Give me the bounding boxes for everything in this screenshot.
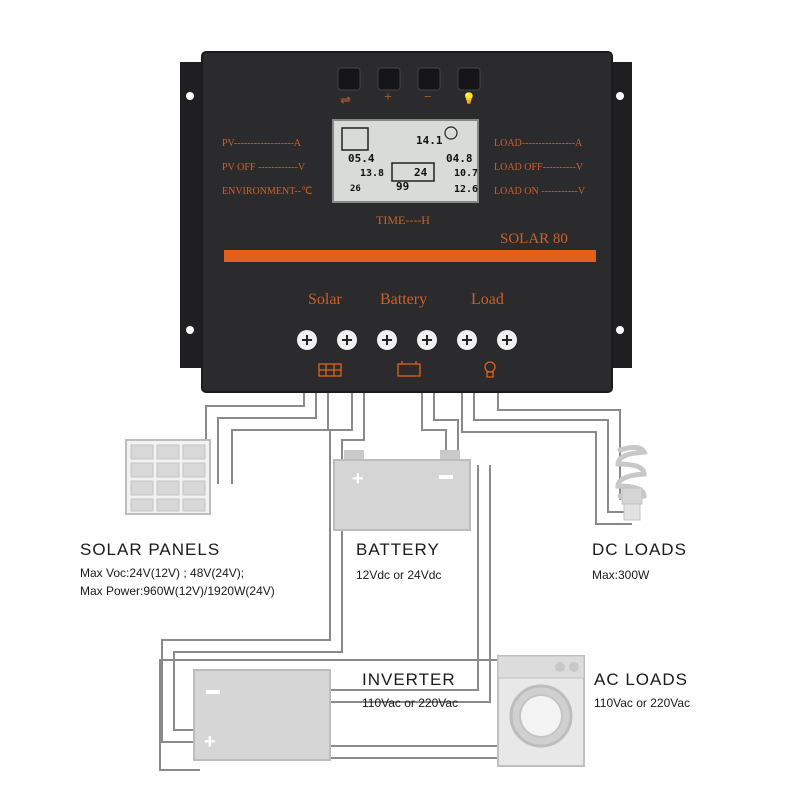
battery-graphic: + <box>333 450 471 531</box>
lcd-battery-value: 24 <box>414 166 428 179</box>
terminal-label-solar: Solar <box>308 291 342 308</box>
lcd-load-off-value: 10.7 <box>454 168 479 179</box>
environment-label: ENVIRONMENT--℃ <box>222 186 313 197</box>
menu-icon: ⇌ <box>340 92 351 107</box>
terminal-label-load: Load <box>471 291 504 308</box>
lcd-top-value: 14.1 <box>416 134 443 147</box>
washing-machine-graphic <box>497 655 585 767</box>
terminals <box>297 330 517 350</box>
lcd-temp-value: 26 <box>350 184 361 194</box>
lcd-soc-value: 99 <box>396 180 410 193</box>
inverter-title: INVERTER <box>362 670 456 689</box>
svg-text:+: + <box>352 468 364 490</box>
battery-voltage: 12Vdc or 24Vdc <box>356 568 442 582</box>
load-on-label: LOAD ON -----------V <box>494 186 586 197</box>
solar-panels-title: SOLAR PANELS <box>80 540 221 559</box>
dc-bulb-graphic <box>615 444 648 521</box>
pv-label: PV------------------A <box>222 138 302 149</box>
button-light[interactable] <box>457 67 481 91</box>
lcd-pv-value: 05.4 <box>348 152 375 165</box>
button-plus[interactable] <box>377 67 401 91</box>
dc-loads-title: DC LOADS <box>592 540 687 559</box>
model-name: SOLAR 80 <box>500 231 568 247</box>
plus-icon: + <box>384 90 392 105</box>
terminal-label-battery: Battery <box>380 291 428 308</box>
solar-panels-power: Max Power:960W(12V)/1920W(24V) <box>80 584 275 598</box>
solar-panel-graphic <box>125 439 211 515</box>
controller-body <box>180 51 632 393</box>
pv-off-label: PV OFF ------------V <box>222 162 306 173</box>
solar-panels-voc: Max Voc:24V(12V) ; 48V(24V); <box>80 566 245 580</box>
battery-title: BATTERY <box>356 540 440 559</box>
inverter-voltage: 110Vac or 220Vac <box>362 696 459 710</box>
ac-loads-title: AC LOADS <box>594 670 688 689</box>
svg-text:+: + <box>204 731 216 753</box>
ac-loads-voltage: 110Vac or 220Vac <box>594 696 691 710</box>
lcd-load-value: 04.8 <box>446 152 473 165</box>
load-off-label: LOAD OFF----------V <box>494 162 584 173</box>
time-label: TIME----H <box>376 213 430 227</box>
minus-icon: − <box>424 90 432 105</box>
wiring <box>159 392 632 771</box>
load-label: LOAD----------------A <box>494 138 583 149</box>
lcd-load-on-value: 12.6 <box>454 184 479 195</box>
button-minus[interactable] <box>417 67 441 91</box>
control-buttons <box>337 67 481 91</box>
dc-loads-max: Max:300W <box>592 568 650 582</box>
terminal-symbols <box>318 361 496 378</box>
button-menu[interactable] <box>337 67 361 91</box>
bulb-icon: 💡 <box>462 93 476 105</box>
lcd-pv-off-value: 13.8 <box>360 168 385 179</box>
inverter-graphic: + <box>193 669 331 761</box>
